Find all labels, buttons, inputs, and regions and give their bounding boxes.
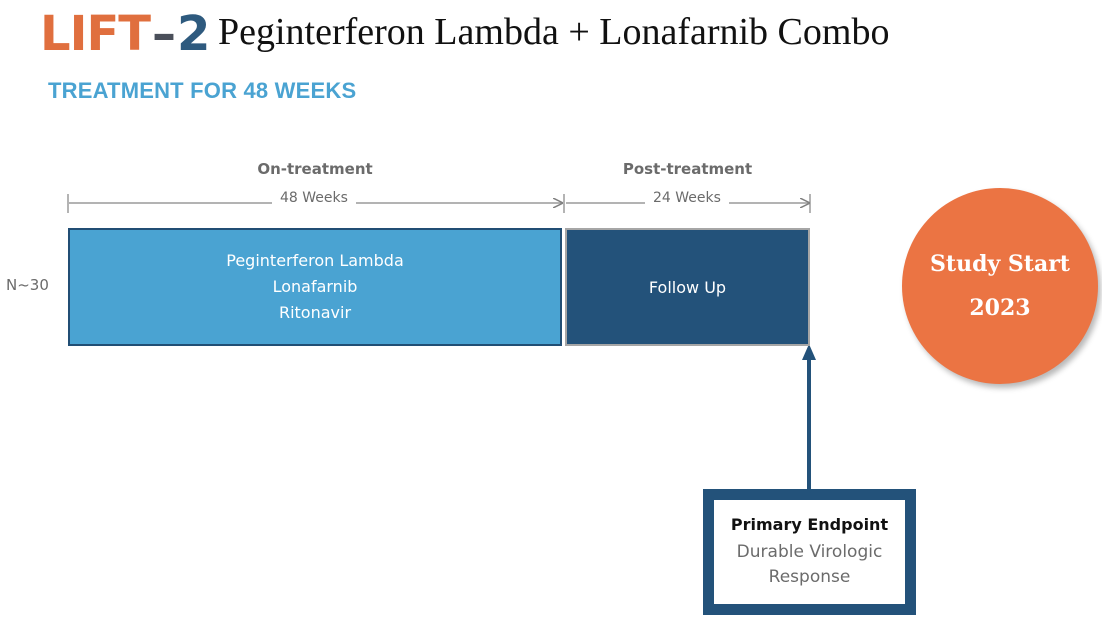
phase-label-post-treatment: Post-treatment	[622, 160, 753, 178]
phase-label-on-treatment: On-treatment	[257, 160, 373, 178]
study-start-label: Study Start	[930, 251, 1070, 277]
logo-text-number: 2	[176, 6, 210, 62]
primary-endpoint-box: Primary Endpoint Durable Virologic Respo…	[703, 489, 916, 615]
primary-endpoint-inner: Primary Endpoint Durable Virologic Respo…	[714, 500, 905, 604]
study-logo: LIFT–2	[40, 6, 210, 62]
study-start-badge: Study Start 2023	[902, 188, 1098, 384]
logo-dash: –	[151, 6, 176, 62]
follow-up-box: Follow Up	[565, 228, 810, 346]
primary-endpoint-title: Primary Endpoint	[730, 514, 889, 534]
primary-endpoint-description: Durable Virologic Response	[736, 541, 883, 587]
page-title: Peginterferon Lambda + Lonafarnib Combo	[218, 11, 890, 53]
duration-label-on-treatment: 48 Weeks	[272, 190, 356, 206]
follow-up-label: Follow Up	[648, 277, 727, 297]
duration-label-post-treatment: 24 Weeks	[645, 190, 729, 206]
page-subtitle: TREATMENT FOR 48 WEEKS	[48, 78, 357, 103]
treatment-box: Peginterferon Lambda Lonafarnib Ritonavi…	[68, 228, 562, 346]
sample-size-label: N~30	[6, 276, 49, 294]
study-start-year: 2023	[969, 295, 1031, 321]
logo-text-lift: LIFT	[40, 6, 151, 62]
treatment-drug-3: Ritonavir	[278, 303, 352, 322]
treatment-drug-1: Peginterferon Lambda	[226, 251, 404, 270]
endpoint-arrow-head	[802, 344, 816, 360]
treatment-drug-2: Lonafarnib	[272, 277, 358, 296]
